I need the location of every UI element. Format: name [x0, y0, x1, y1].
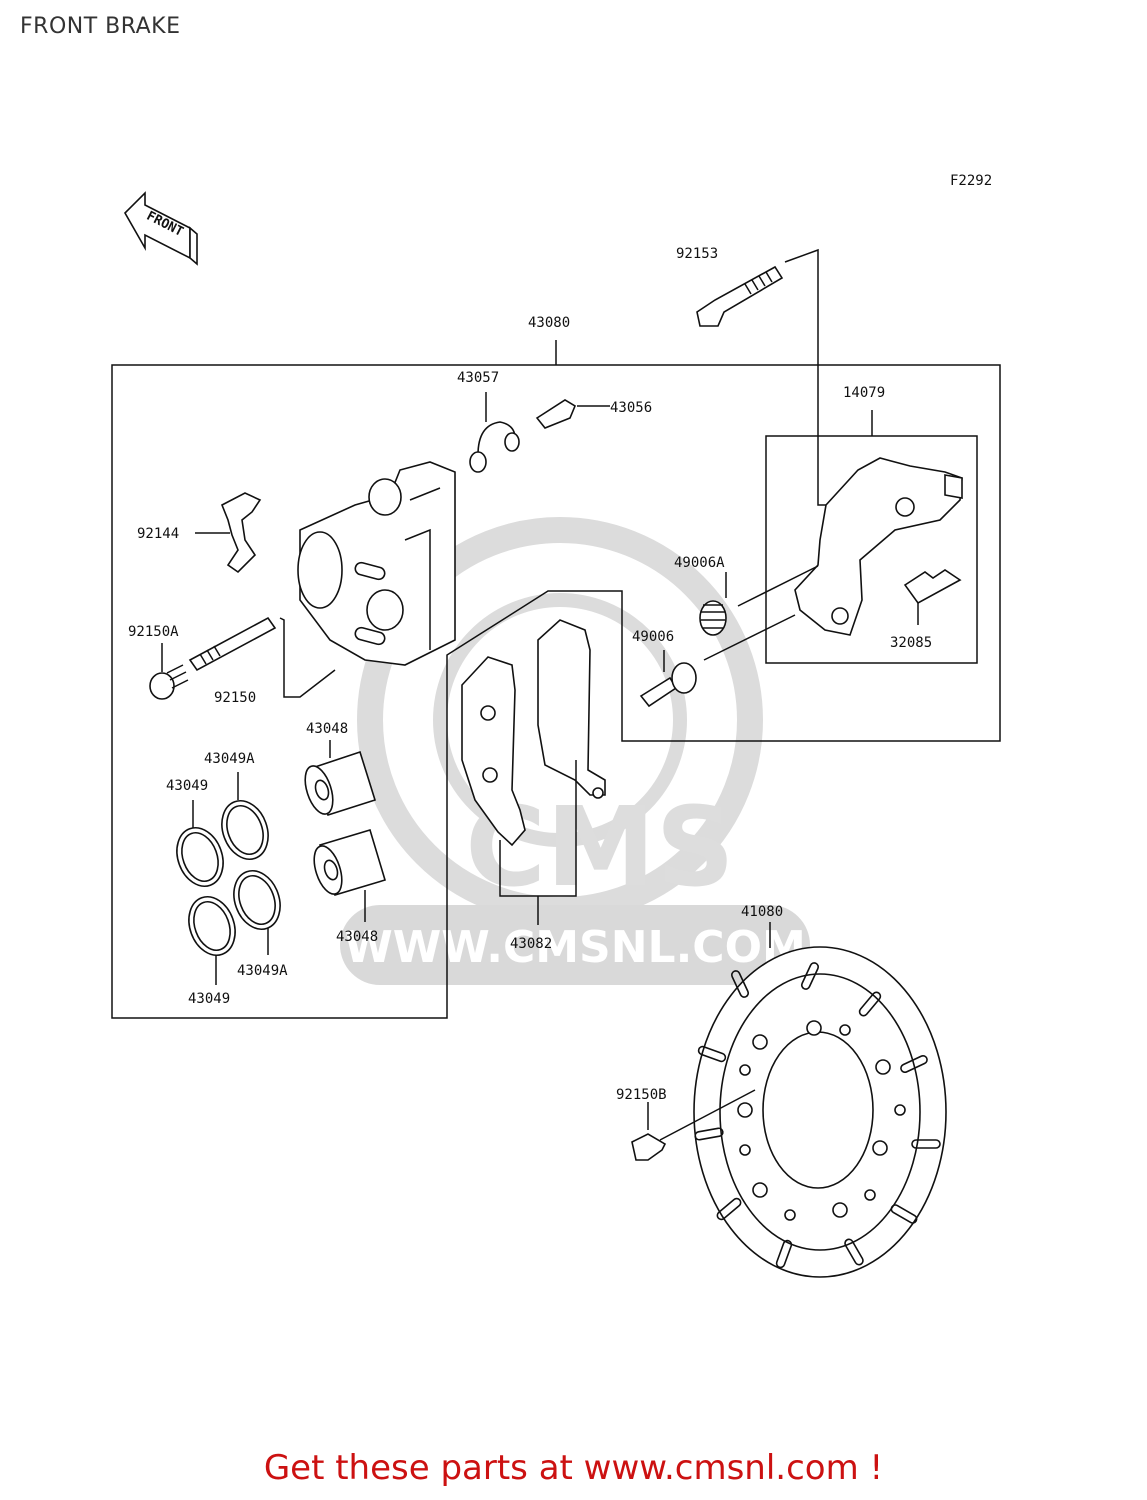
front-direction-arrow: FRONT	[124, 191, 198, 266]
callout-43057: 43057	[457, 370, 499, 386]
plug-92150A	[149, 643, 189, 700]
boot-49006A	[699, 565, 819, 636]
callout-41080: 41080	[741, 904, 783, 920]
callout-92150: 92150	[214, 690, 256, 706]
caliper-bracket-14079	[794, 457, 963, 636]
callout-43080: 43080	[528, 315, 570, 331]
bolt-92153	[696, 248, 826, 506]
brake-pads-43082	[461, 619, 606, 925]
caliper-assembly-bracket	[111, 340, 1001, 1019]
piston-43048-top	[304, 740, 377, 817]
callout-43082: 43082	[510, 936, 552, 952]
callout-92150B: 92150B	[616, 1087, 667, 1103]
clip-32085	[903, 569, 962, 625]
callout-43049A-bottom: 43049A	[237, 963, 288, 979]
seal-43049A-top	[221, 772, 269, 860]
boot-49006	[639, 614, 796, 708]
watermark: CMS WWW.CMSNL.COM	[340, 517, 810, 985]
callout-43049-top: 43049	[166, 778, 208, 794]
callout-32085: 32085	[890, 635, 932, 651]
bleed-valve-43056	[535, 399, 610, 429]
page-title: FRONT BRAKE	[20, 14, 181, 39]
callout-92144: 92144	[137, 526, 179, 542]
footer-link[interactable]: Get these parts at www.cmsnl.com !	[263, 1448, 884, 1488]
cap-43057	[469, 392, 520, 473]
pin-92150	[188, 616, 336, 698]
seal-43049-top	[176, 800, 224, 887]
seal-43049-bottom	[188, 896, 236, 985]
brake-disc-41080	[693, 922, 947, 1278]
figure-code: F2292	[950, 173, 992, 189]
piston-43048-bottom	[313, 829, 386, 922]
callout-92153: 92153	[676, 246, 718, 262]
callout-43049-bottom: 43049	[188, 991, 230, 1007]
exploded-parts-diagram: CMS WWW.CMSNL.COM F2292 FRONT	[111, 173, 1001, 1278]
callout-43048-bottom: 43048	[336, 929, 378, 945]
callout-14079: 14079	[843, 385, 885, 401]
bracket-box-14079	[765, 410, 978, 664]
callout-43049A-top: 43049A	[204, 751, 255, 767]
caliper-body	[297, 461, 456, 666]
callout-43056: 43056	[610, 400, 652, 416]
watermark-url: WWW.CMSNL.COM	[344, 922, 806, 973]
seal-43049A-bottom	[233, 870, 281, 955]
callout-49006A: 49006A	[674, 555, 725, 571]
spring-92144	[195, 492, 262, 574]
bolt-92150B	[631, 1089, 756, 1161]
callout-92150A: 92150A	[128, 624, 179, 640]
callout-49006: 49006	[632, 629, 674, 645]
callout-43048-top: 43048	[306, 721, 348, 737]
